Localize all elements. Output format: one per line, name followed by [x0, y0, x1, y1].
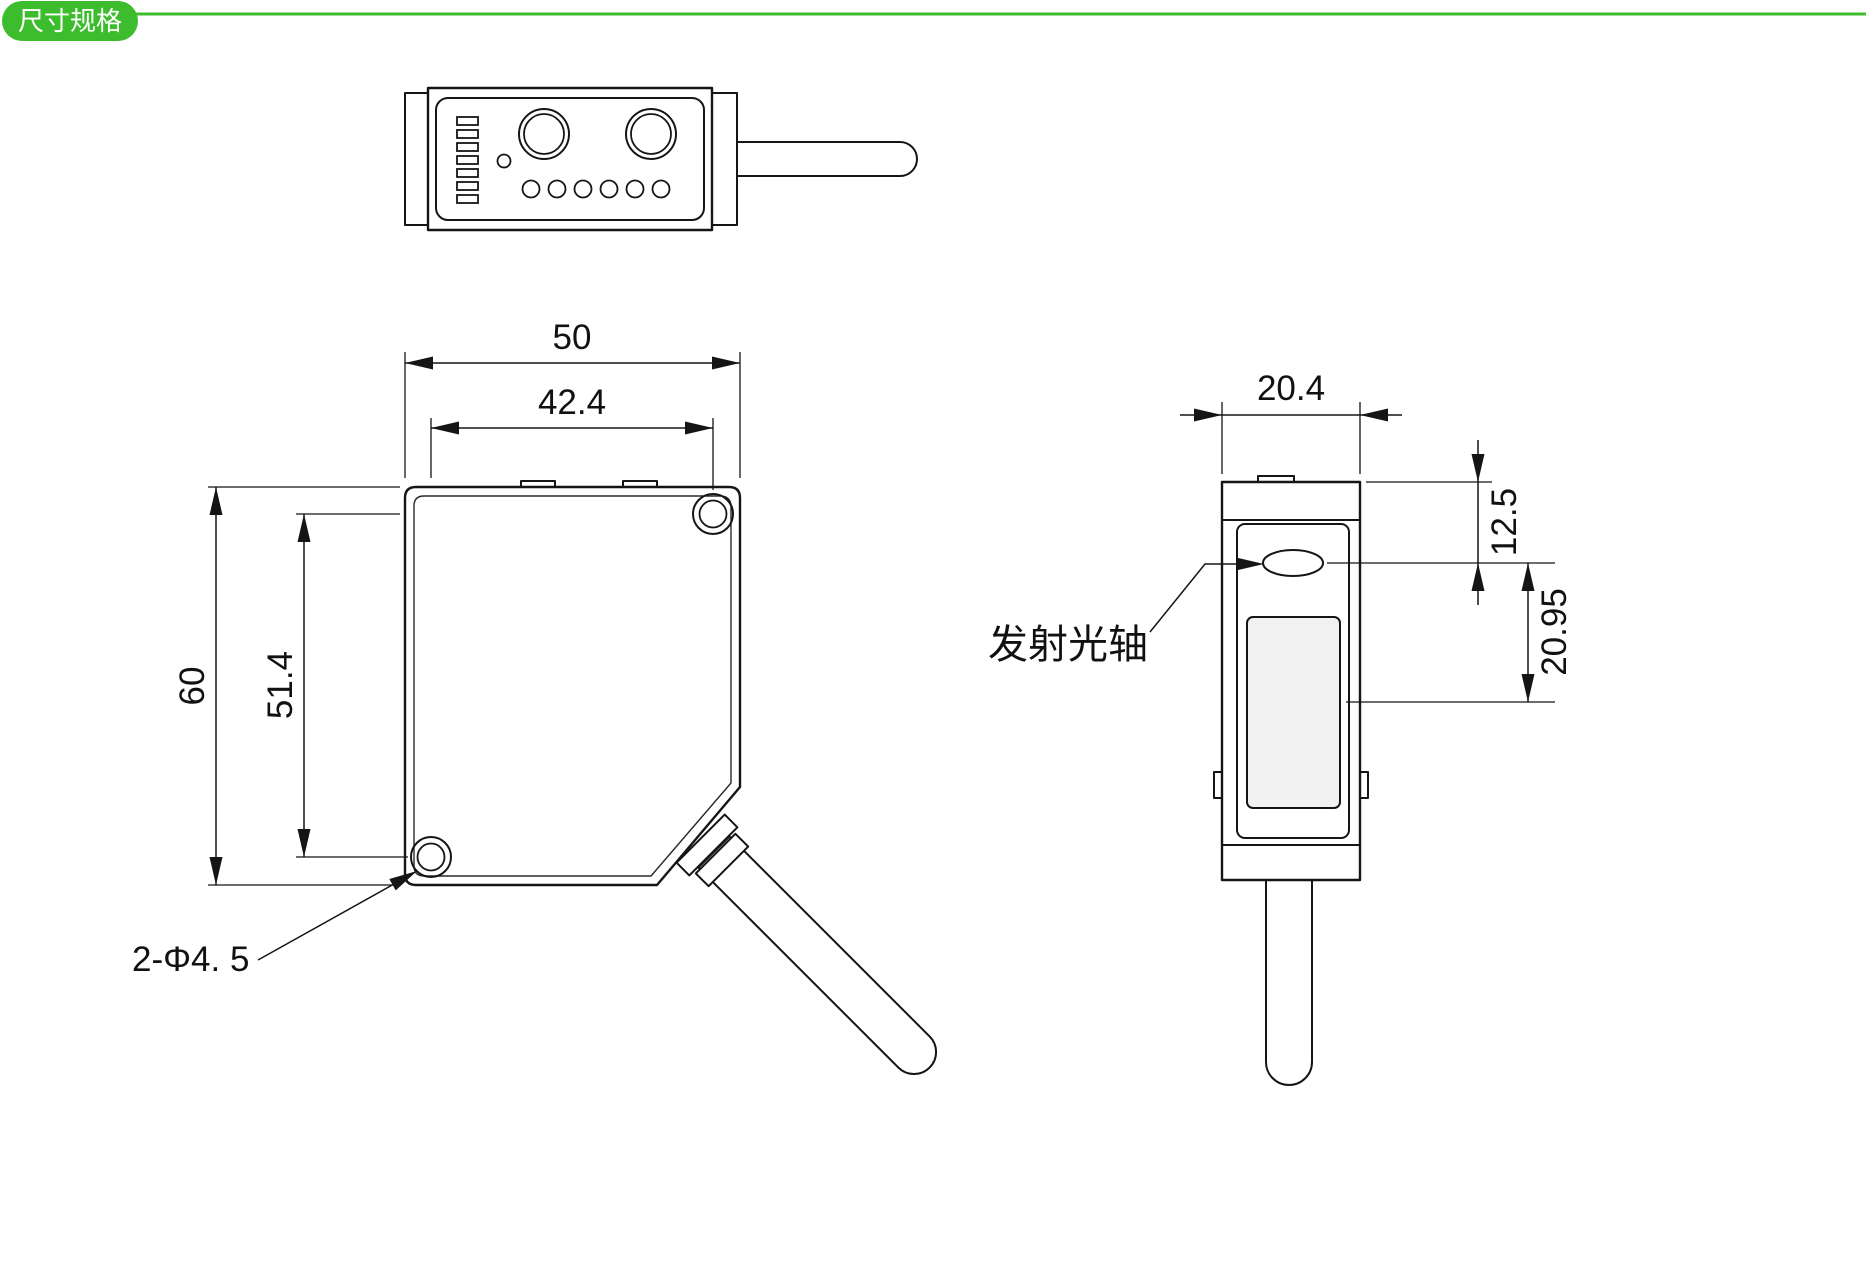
button-row	[521, 179, 671, 199]
mounting-hole-bottom-left	[410, 836, 452, 878]
cable-strain-relief-step1	[675, 813, 739, 877]
section-badge	[2, 1, 138, 41]
front-view-body	[403, 485, 742, 887]
dim-front-width-holes: 42.4	[430, 383, 714, 490]
receiver-lens-inner	[630, 113, 672, 155]
hole-leader-arrow-icon	[389, 871, 417, 891]
dim-label-20-95: 20.95	[1535, 588, 1574, 676]
front-view	[403, 480, 937, 1075]
side-display-window	[1246, 616, 1341, 809]
axis-leader-arrow-icon	[1236, 557, 1264, 571]
emission-axis-lens	[1262, 549, 1324, 577]
emitter-lens-inner	[523, 113, 565, 155]
side-view	[1213, 475, 1369, 1086]
dim-label-42-4: 42.4	[538, 383, 606, 422]
top-view-body	[426, 86, 714, 232]
dim-side-width: 20.4	[1180, 369, 1402, 474]
status-led-icon	[496, 153, 512, 169]
dim-front-height-outer: 60	[173, 486, 400, 886]
dim-label-12-5: 12.5	[1485, 488, 1524, 556]
mounting-hole-top-right	[692, 493, 734, 535]
header: 尺寸规格	[2, 1, 1866, 41]
callout-mounting-holes: 2-Φ4. 5	[132, 871, 417, 979]
top-view	[404, 86, 918, 232]
front-top-tab-left	[520, 480, 556, 487]
top-view-left-cap	[404, 92, 428, 226]
dim-side-axis-window: 20.95	[1346, 563, 1574, 703]
axis-leader-line	[1149, 563, 1238, 633]
dim-side-axis-offset: 12.5	[1327, 440, 1555, 605]
cable-strain-relief-step2	[694, 832, 750, 888]
top-view-face-panel	[435, 97, 705, 221]
side-top-tab	[1257, 475, 1295, 482]
front-view-body-inner	[413, 495, 732, 877]
side-view-body	[1220, 480, 1362, 882]
top-view-cable	[737, 141, 918, 177]
emission-axis-label: 发射光轴	[988, 623, 1148, 667]
side-view-cable	[1265, 880, 1313, 1086]
dim-front-height-holes: 51.4	[261, 513, 408, 858]
callout-emission-axis: 发射光轴	[988, 557, 1264, 667]
emitter-lens-icon	[518, 108, 570, 160]
hole-leader-line	[257, 883, 395, 961]
dim-label-60: 60	[173, 667, 212, 706]
led-bar-indicators	[456, 116, 479, 204]
dim-label-50: 50	[553, 318, 592, 357]
dim-label-20-4: 20.4	[1257, 369, 1325, 408]
front-top-tab-right	[622, 480, 658, 487]
mounting-hole-top-right-inner	[698, 499, 728, 529]
dim-front-width-outer: 50	[404, 318, 741, 478]
receiver-lens-icon	[625, 108, 677, 160]
section-title: 尺寸规格	[18, 6, 122, 36]
side-face-panel	[1236, 523, 1350, 839]
hole-callout-label: 2-Φ4. 5	[132, 940, 249, 979]
top-view-right-cap	[712, 92, 738, 226]
dim-label-51-4: 51.4	[261, 651, 300, 719]
mounting-hole-bottom-left-inner	[416, 842, 446, 872]
front-view-cable	[697, 835, 937, 1075]
